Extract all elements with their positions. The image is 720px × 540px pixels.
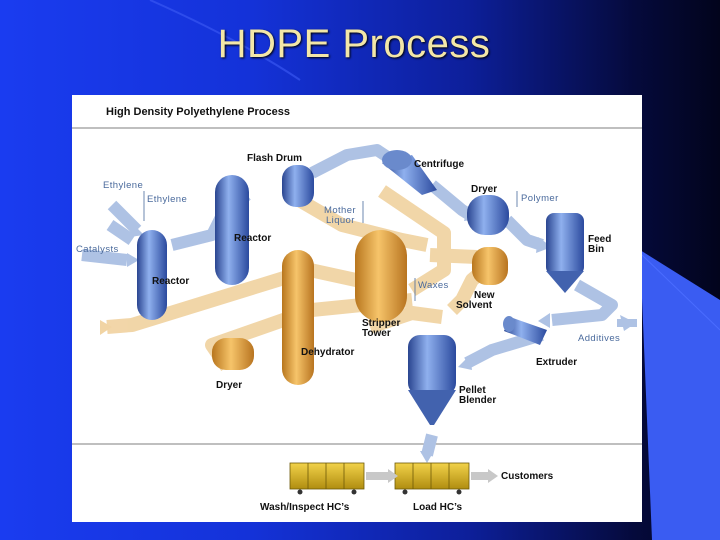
slide-title: HDPE Process (0, 22, 720, 67)
label-dryer-orange: Dryer (216, 380, 242, 391)
process-diagram-panel: High Density Polyethylene Process (72, 95, 642, 522)
label-dehydrator: Dehydrator (301, 347, 354, 358)
label-new-solvent-1: New (474, 290, 495, 301)
stripper-tower (355, 230, 407, 322)
label-customers: Customers (501, 471, 554, 482)
label-ethylene-1: Ethylene (103, 180, 143, 191)
feed-bin (546, 213, 584, 293)
reactor-small (137, 230, 167, 320)
extruder (503, 316, 547, 345)
label-new-solvent-2: Solvent (456, 300, 493, 311)
label-centrifuge: Centrifuge (414, 159, 464, 170)
label-catalysts: Catalysts (76, 244, 119, 255)
label-load: Load HC’s (413, 502, 463, 513)
diagram-header: High Density Polyethylene Process (106, 106, 290, 118)
reactor-tall (215, 175, 249, 285)
label-stripper-tower-1: Stripper (362, 318, 400, 329)
label-waxes: Waxes (418, 280, 449, 291)
railcar-wash-inspect (289, 462, 365, 495)
callout-lines (143, 191, 518, 301)
label-polymer: Polymer (521, 193, 559, 204)
new-solvent-tank (472, 247, 508, 285)
label-feed-bin-1: Feed (588, 234, 611, 245)
label-extruder: Extruder (536, 357, 577, 368)
flash-drum (282, 165, 314, 207)
label-reactor-tall: Reactor (234, 233, 271, 244)
label-pellet-blender-1: Pellet (459, 385, 486, 396)
dryer-orange (212, 338, 254, 370)
label-reactor-small: Reactor (152, 276, 189, 287)
centrifuge (382, 150, 437, 195)
label-stripper-tower-2: Tower (362, 328, 391, 339)
label-additives: Additives (578, 333, 620, 344)
label-dryer-blue: Dryer (471, 184, 497, 195)
label-mother-liquor-2: Liquor (326, 215, 355, 226)
pellet-blender (408, 335, 456, 425)
dryer-blue (467, 195, 509, 235)
label-mother-liquor-1: Mother (324, 205, 356, 216)
label-pellet-blender-2: Blender (459, 395, 496, 406)
dehydrator (282, 250, 314, 385)
rail-flow (366, 469, 498, 483)
label-flash-drum: Flash Drum (247, 153, 302, 164)
railcar-load (394, 462, 470, 495)
slide-title-text: HDPE Process (217, 22, 491, 66)
label-ethylene-2: Ethylene (147, 194, 187, 205)
process-diagram: High Density Polyethylene Process (72, 106, 642, 513)
label-wash-inspect: Wash/Inspect HC’s (260, 502, 350, 513)
label-feed-bin-2: Bin (588, 244, 604, 255)
